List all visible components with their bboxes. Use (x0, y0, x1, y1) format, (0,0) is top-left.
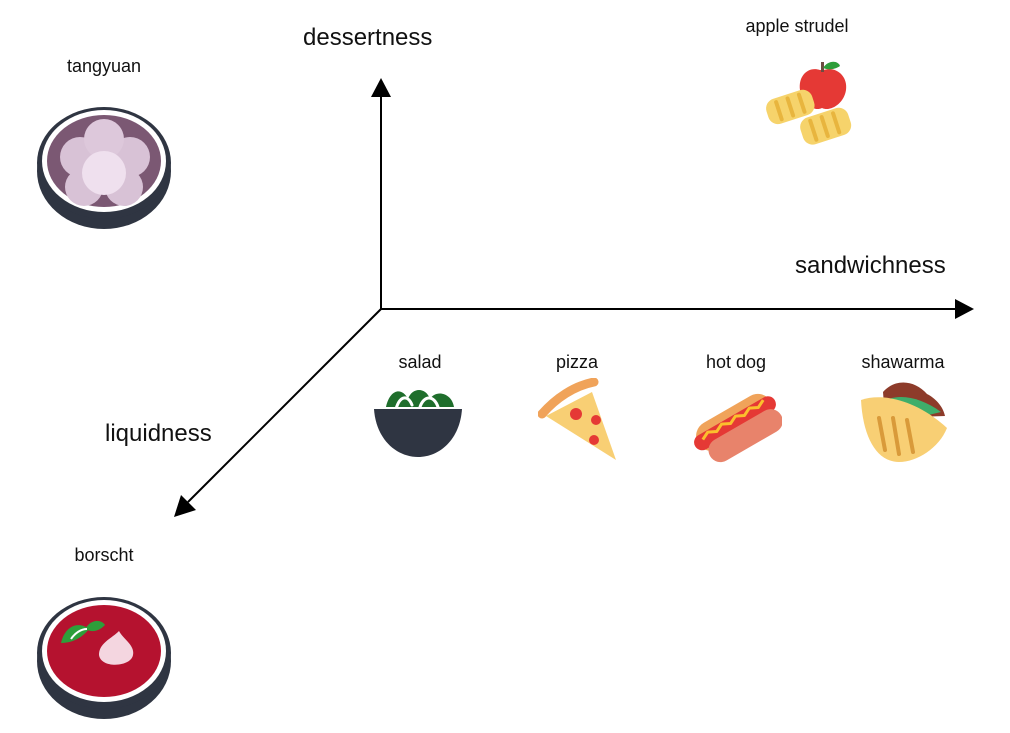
vertical-axis-arrowhead (371, 78, 391, 97)
hot-dog-icon (694, 393, 782, 463)
tangyuan-bowl-icon (37, 107, 171, 229)
vertical-axis (371, 78, 391, 309)
borscht-bowl-icon (37, 597, 171, 719)
salad-bowl-icon (374, 390, 462, 457)
food-label-borscht: borscht (74, 545, 134, 565)
food-label-apple-strudel: apple strudel (745, 16, 849, 36)
pizza-slice-icon (538, 378, 616, 460)
axis-label-liquidness: liquidness (105, 420, 212, 447)
food-label-shawarma: shawarma (861, 352, 945, 372)
food-label-salad: salad (398, 352, 442, 372)
diagonal-axis (174, 308, 382, 517)
food-label-hot-dog: hot dog (705, 352, 767, 372)
food-label-tangyuan: tangyuan (66, 56, 142, 76)
axis-label-sandwichness: sandwichness (795, 252, 946, 279)
axis-label-dessertness: dessertness (303, 24, 433, 51)
horizontal-axis (381, 299, 974, 319)
diagonal-axis-arrowhead (174, 495, 196, 517)
food-label-pizza: pizza (555, 352, 599, 372)
horizontal-axis-arrowhead (955, 299, 974, 319)
apple-strudel-icon (766, 61, 852, 145)
shawarma-icon (861, 382, 947, 462)
